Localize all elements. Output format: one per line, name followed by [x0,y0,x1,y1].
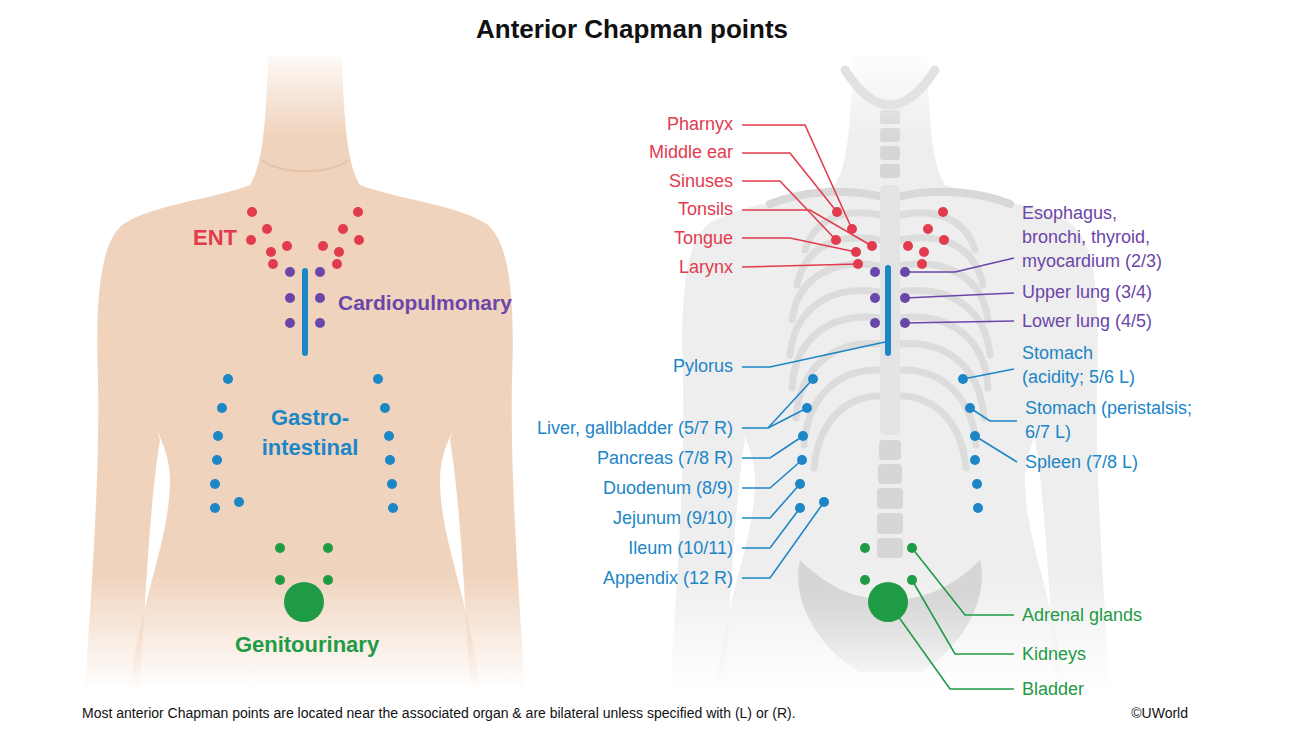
text-holder: Stomach (peristalsis; 6/7 L) [1025,396,1193,445]
organ-label: Stomach (acidity; 5/6 L) [1022,341,1156,390]
text-holder: Lower lung (4/5) [1022,309,1152,333]
organ-label: Spleen (7/8 L) [1025,450,1138,474]
copyright-label: ©UWorld [1131,704,1188,723]
text-holder: Esophagus, bronchi, thyroid, myocardium … [1022,201,1174,274]
organ-label: Appendix (12 R) [603,566,733,590]
text-holder: Appendix (12 R) [603,566,733,590]
organ-label: Tongue [674,226,733,250]
text-holder: Pharnyx [667,112,733,136]
leader-lines [742,125,1017,689]
organ-label: Kidneys [1022,642,1086,666]
organ-label: Pharnyx [667,112,733,136]
diagram-title: Anterior Chapman points [476,12,788,47]
text-holder: ©UWorld [1131,704,1188,723]
text-holder: Pancreas (7/8 R) [597,446,733,470]
text-holder: Liver, gallbladder (5/7 R) [537,416,733,440]
organ-label: Lower lung (4/5) [1022,309,1152,333]
chapman-points [210,207,398,622]
organ-label: Liver, gallbladder (5/7 R) [537,416,733,440]
region-label: Gastro- intestinal [248,403,372,462]
organ-label: Ileum (10/11) [628,536,733,560]
text-holder: Gastro- intestinal [248,403,372,462]
text-holder: Duodenum (8/9) [603,476,733,500]
text-holder: Larynx [679,255,733,279]
text-holder: Spleen (7/8 L) [1025,450,1138,474]
organ-label: Sinuses [669,169,733,193]
text-holder: Sinuses [669,169,733,193]
text-holder: Genitourinary [235,630,379,660]
text-holder: ENT [193,223,237,253]
text-holder: Tongue [674,226,733,250]
text-holder: Cardiopulmonary [338,289,512,317]
text-holder: Ileum (10/11) [628,536,733,560]
text-holder: Tonsils [678,197,733,221]
text-holder: Middle ear [649,140,733,164]
organ-label: Upper lung (3/4) [1022,280,1152,304]
region-label: Genitourinary [235,630,379,660]
caption-note: Most anterior Chapman points are located… [82,704,796,723]
organ-label: Larynx [679,255,733,279]
organ-label: Bladder [1022,677,1084,701]
text-holder: Pylorus [673,354,733,378]
region-label: ENT [193,223,237,253]
organ-label: Tonsils [678,197,733,221]
text-holder: Kidneys [1022,642,1086,666]
organ-label: Jejunum (9/10) [613,506,733,530]
organ-label: Pancreas (7/8 R) [597,446,733,470]
text-holder: Stomach (acidity; 5/6 L) [1022,341,1156,390]
text-holder: Anterior Chapman points [476,12,788,47]
organ-label: Duodenum (8/9) [603,476,733,500]
organ-label: Stomach (peristalsis; 6/7 L) [1025,396,1193,445]
torso-figure [85,55,525,690]
region-label: Cardiopulmonary [338,289,512,317]
text-holder: Upper lung (3/4) [1022,280,1152,304]
organ-label: Middle ear [649,140,733,164]
chapman-points [795,207,983,622]
organ-label: Pylorus [673,354,733,378]
text-holder: Bladder [1022,677,1084,701]
text-holder: Adrenal glands [1022,603,1142,627]
organ-label: Esophagus, bronchi, thyroid, myocardium … [1022,201,1174,274]
text-holder: Jejunum (9/10) [613,506,733,530]
organ-label: Adrenal glands [1022,603,1142,627]
text-holder: Most anterior Chapman points are located… [82,704,796,723]
